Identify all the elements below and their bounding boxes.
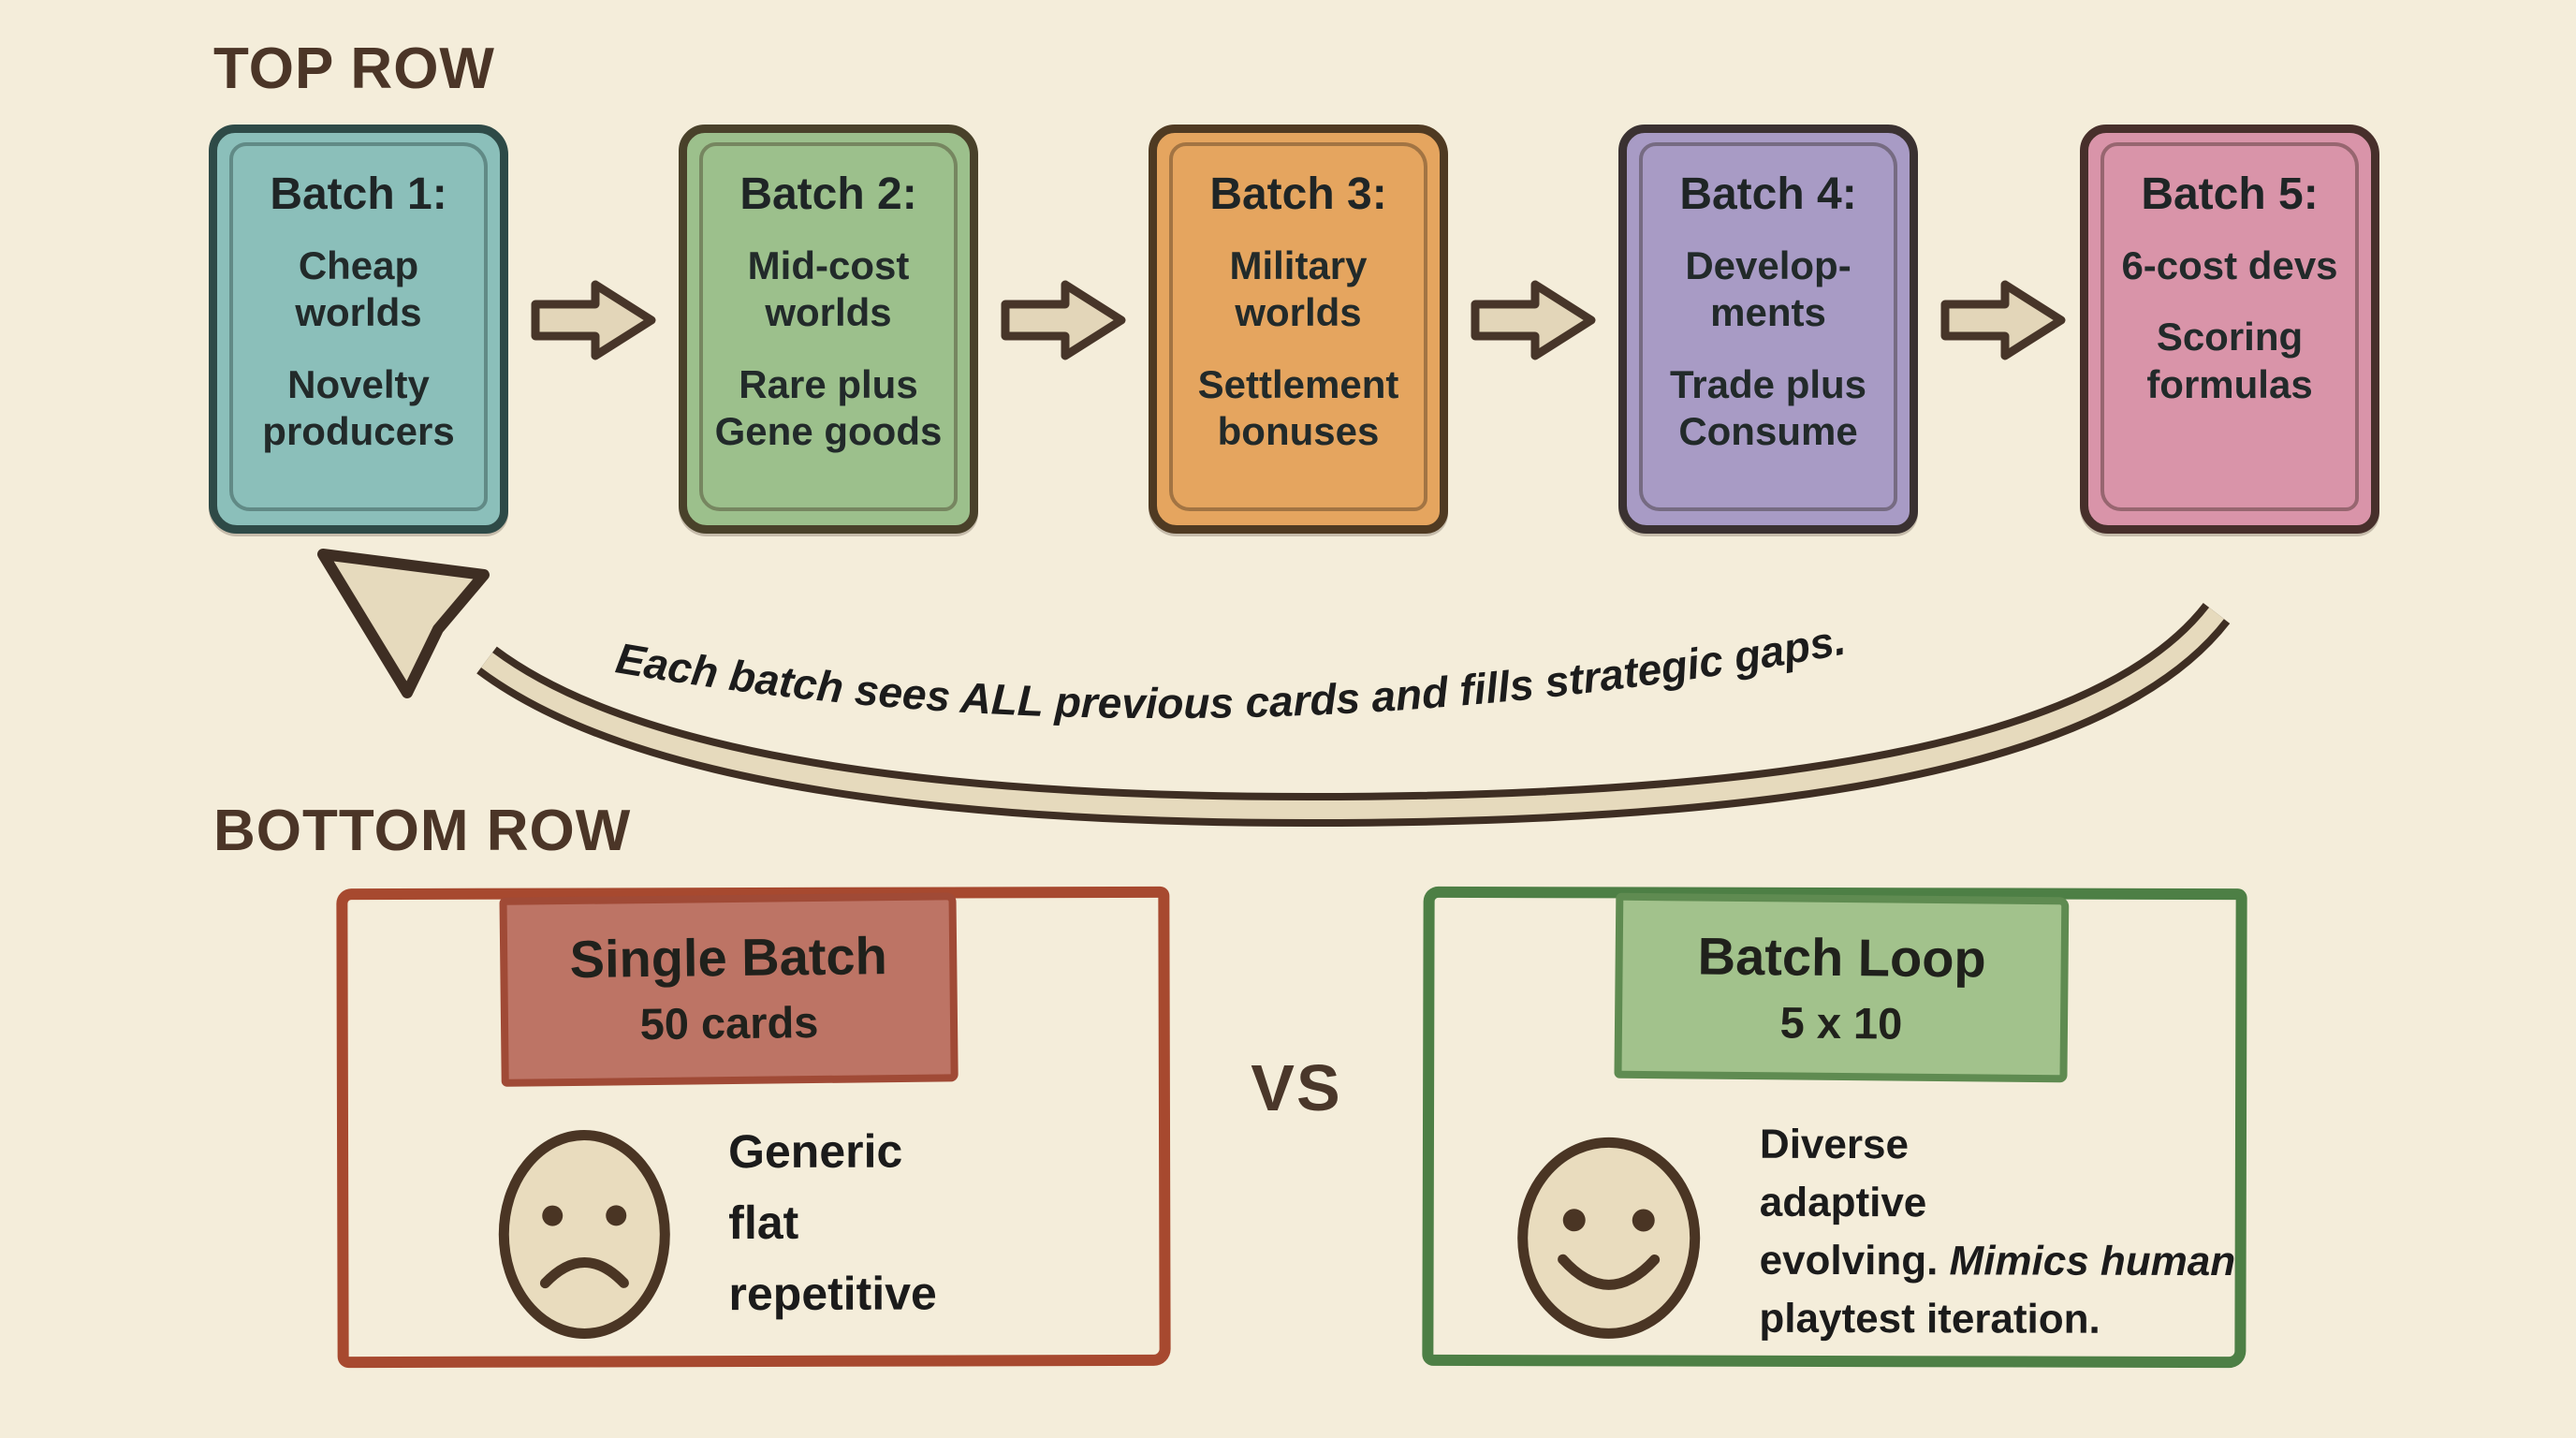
flow-arrow-icon (1938, 273, 2069, 367)
batch-card-3-title: Batch 3: (1209, 169, 1387, 219)
loop-arrow-icon: Each batch sees ALL previous cards and f… (0, 487, 2576, 917)
trait-line: Generic (727, 1124, 903, 1179)
loop-arrowhead (317, 549, 490, 698)
flow-arrow-icon (1468, 273, 1599, 367)
batch-loop-title: Batch Loop (1697, 926, 1986, 989)
batch-card-3-line1: Military worlds (1229, 243, 1368, 335)
sad-face-icon (490, 1122, 679, 1352)
trait-line: repetitive (728, 1267, 937, 1321)
batch-loop-header: Batch Loop 5 x 10 (1614, 892, 2070, 1083)
batch-card-1-title: Batch 1: (270, 169, 447, 219)
batch-card-4-title: Batch 4: (1679, 169, 1857, 219)
trait-segment-italic: Mimics human (1949, 1238, 2236, 1285)
trait-segment: evolving. (1759, 1237, 1950, 1284)
loop-arrow-band (481, 607, 2224, 820)
top-row-label: TOP ROW (213, 37, 495, 101)
trait-line: flat (728, 1196, 799, 1250)
batch-card-5-title: Batch 5: (2141, 169, 2319, 219)
trait-line: Diverse (1759, 1121, 1910, 1168)
batch-card-4-line2: Trade plus Consume (1669, 361, 1867, 454)
trait-line: evolving. Mimics human (1760, 1232, 2270, 1291)
batch-card-1-line1: Cheap worlds (295, 243, 422, 335)
batch-card-4-line1: Develop-ments (1685, 243, 1852, 335)
single-batch-box: Single Batch 50 cards Generic flat repet… (336, 886, 1171, 1369)
batch-card-4: Batch 4: Develop-ments Trade plus Consum… (1618, 125, 1918, 534)
trait-line: adaptive (1759, 1179, 1927, 1226)
batch-card-5-line1: 6-cost devs (2121, 243, 2338, 287)
batch-loop-traits: Diverse adaptive evolving. Mimics human … (1759, 1116, 2270, 1349)
batch-loop-box: Batch Loop 5 x 10 Diverse adaptive evolv… (1422, 886, 2247, 1369)
batch-card-2: Batch 2: Mid-cost worlds Rare plus Gene … (679, 125, 978, 534)
batch-card-5-line2: Scoring formulas (2146, 315, 2313, 406)
batch-card-5: Batch 5: 6-cost devs Scoring formulas (2080, 125, 2379, 534)
batch-card-2-title: Batch 2: (739, 169, 917, 219)
batch-card-3: Batch 3: Military worlds Settlement bonu… (1149, 125, 1448, 534)
bottom-row-label: BOTTOM ROW (213, 799, 632, 863)
flow-arrow-icon (528, 273, 659, 367)
single-batch-traits: Generic flat repetitive (728, 1115, 937, 1329)
batch-card-1: Batch 1: Cheap worlds Novelty producers (209, 125, 508, 534)
trait-line: playtest iteration. (1759, 1295, 2100, 1343)
single-batch-header: Single Batch 50 cards (499, 892, 959, 1087)
single-batch-title: Single Batch (569, 926, 888, 989)
batch-card-2-line2: Rare plus Gene goods (714, 361, 943, 454)
vs-label: VS (1251, 1051, 1342, 1124)
batch-loop-subtitle: 5 x 10 (1779, 997, 1903, 1049)
batch-card-3-line2: Settlement bonuses (1197, 361, 1399, 454)
batch-card-2-line1: Mid-cost worlds (747, 243, 910, 335)
flow-arrow-icon (998, 273, 1129, 367)
batch-card-1-line2: Novelty producers (262, 361, 455, 454)
single-batch-subtitle: 50 cards (639, 996, 819, 1049)
smiley-face-icon (1510, 1130, 1707, 1351)
loop-arrow-caption: Each batch sees ALL previous cards and f… (612, 615, 1849, 727)
